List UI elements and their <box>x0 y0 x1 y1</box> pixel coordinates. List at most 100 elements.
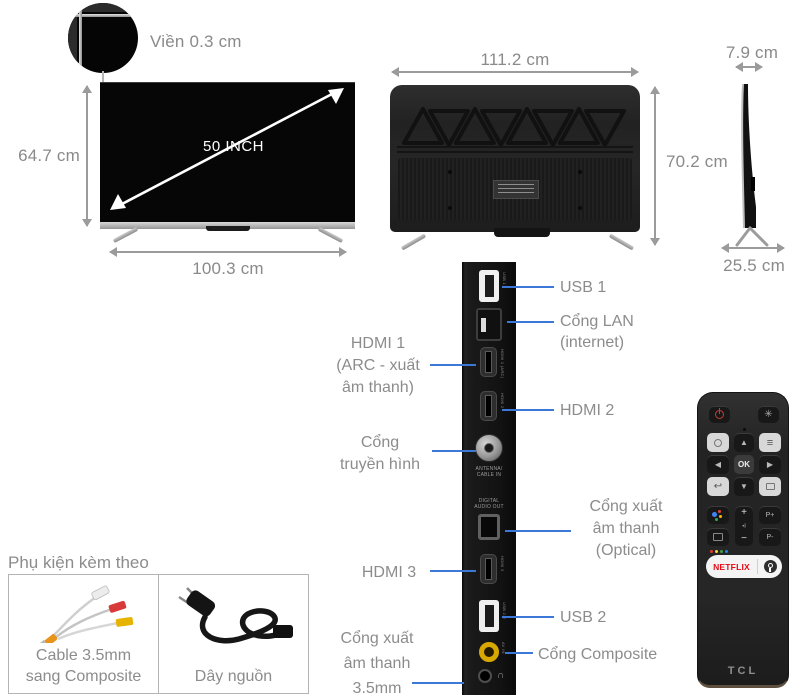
hdmi1-label: HDMI 1 (ARC - xuất âm thanh) <box>336 335 420 396</box>
arrow-right-icon: ▶ <box>766 459 774 469</box>
bezel-outside-top <box>68 3 138 12</box>
lan-leader-line <box>507 321 554 323</box>
arrow-up-icon: ▲ <box>740 437 748 447</box>
remote-back-button[interactable]: ↩ <box>707 477 729 496</box>
hdmi1-port <box>480 347 497 377</box>
tv-back-stand-module <box>494 228 550 237</box>
remote-brand-logo: TCL <box>727 665 759 677</box>
composite-leader-line <box>505 652 533 654</box>
remote-control: ✳ ▲ ≡ ◀ OK ▶ ↩ ▼ <box>697 392 789 688</box>
remote-channel-down-button[interactable]: P- <box>759 528 781 546</box>
tv-front-right-foot <box>317 226 344 244</box>
remote-menu-button[interactable]: ≡ <box>759 433 781 452</box>
remote-volume-rocker[interactable]: + ◂) − <box>735 506 753 546</box>
remote-assistant-button[interactable] <box>707 506 729 524</box>
usb2-label: USB 2 <box>560 609 607 626</box>
vesa-hole <box>448 170 452 174</box>
remote-home-button[interactable] <box>759 477 781 496</box>
diagonal-arrow <box>110 88 344 210</box>
remote-settings-button[interactable]: ✳ <box>758 406 779 423</box>
audio35-label: Cổng xuất âm thanh 3.5mm <box>340 630 414 697</box>
front-width-arrow <box>109 247 347 257</box>
accessories-box: Cable 3.5mm sang Composite Dây nguồn <box>8 574 309 694</box>
optical-leader-line <box>505 530 571 532</box>
hdmi1-leader-line <box>430 364 476 366</box>
usb1-leader-line <box>502 286 554 288</box>
netflix-logo: NETFLIX <box>713 561 750 572</box>
tcl-channel-icon[interactable] <box>758 560 782 573</box>
vesa-hole <box>578 206 582 210</box>
composite-port <box>479 642 499 662</box>
screen-icon <box>713 533 723 541</box>
remote-netflix-button[interactable]: NETFLIX <box>706 555 782 578</box>
power-cord-image <box>178 587 293 644</box>
remote-source-button[interactable] <box>707 433 729 452</box>
front-width-label: 100.3 cm <box>192 259 264 278</box>
audio-jack-port <box>478 669 492 683</box>
back-groove-line <box>397 151 633 153</box>
optical-port <box>478 514 500 540</box>
remote-screen-button[interactable] <box>707 528 729 546</box>
lan-port <box>476 308 502 341</box>
remote-up-button[interactable]: ▲ <box>734 433 754 452</box>
usb2-port-tag: USB 2.0 <box>502 602 507 619</box>
tv-front-screen <box>100 82 355 222</box>
pill-divider <box>757 559 758 574</box>
remote-right-button[interactable]: ▶ <box>759 455 781 474</box>
tv-front-left-foot <box>112 226 139 244</box>
accessories-title: Phụ kiện kèm theo <box>8 553 149 572</box>
hdmi1-port-tag: HDMI 1 (ARC) <box>500 349 505 379</box>
google-assistant-icon <box>712 510 724 521</box>
hdmi3-port <box>480 554 497 584</box>
settings-icon: ✳ <box>764 408 773 420</box>
source-icon <box>714 438 722 447</box>
tv-front-bottom-bezel <box>100 222 355 229</box>
composite-label: Cổng Composite <box>538 646 658 663</box>
accessory-cable-label: Cable 3.5mm sang Composite <box>25 647 142 685</box>
side-depth-top-label: 7.9 cm <box>725 43 779 62</box>
bezel-magnifier-icon <box>68 3 138 73</box>
hdmi3-port-tag: HDMI 3 <box>500 556 505 572</box>
bezel-outside-left <box>68 3 77 73</box>
digital-audio-text: DIGITAL AUDIO OUT <box>474 498 504 510</box>
accessory-power-cord-label: Dây nguồn <box>194 668 273 685</box>
hdmi2-label: HDMI 2 <box>560 402 615 419</box>
remote-left-button[interactable]: ◀ <box>707 455 729 474</box>
usb1-port <box>479 270 499 302</box>
arrow-down-icon: ▼ <box>740 481 748 491</box>
tv-back-label-plate <box>493 180 539 199</box>
tv-port-label: Cổng truyền hình <box>339 434 421 473</box>
arrow-left-icon: ◀ <box>714 459 722 469</box>
menu-icon: ≡ <box>766 436 774 449</box>
tv-back-left-foot <box>400 233 427 251</box>
hdmi3-leader-line <box>430 570 476 572</box>
audio35-leader-line <box>412 682 464 684</box>
volume-down-label: − <box>741 533 747 544</box>
av-cable-image <box>33 585 134 643</box>
headphone-icon: ∩ <box>497 670 505 681</box>
antenna-port <box>475 434 503 462</box>
bezel-edge-left <box>79 10 82 70</box>
front-height-arrow <box>82 85 92 227</box>
bezel-callout-line <box>102 71 104 83</box>
side-depth-bottom-arrow <box>721 243 785 253</box>
back-width-arrow <box>391 67 639 77</box>
remote-mic-hole <box>743 428 746 431</box>
side-depth-top-arrow <box>735 62 763 72</box>
volume-up-label: + <box>741 507 747 518</box>
tv-side-view <box>731 82 775 255</box>
remote-channel-up-button[interactable]: P+ <box>759 506 781 524</box>
remote-down-button[interactable]: ▼ <box>734 477 754 496</box>
bezel-edge-top <box>75 14 135 17</box>
remote-ok-button[interactable]: OK <box>734 455 754 474</box>
back-icon: ↩ <box>713 480 723 492</box>
front-height-label: 64.7 cm <box>18 146 80 165</box>
tv-back-right-foot <box>608 233 635 251</box>
remote-power-button[interactable] <box>709 406 730 423</box>
power-icon <box>715 408 724 419</box>
tv-leader-line <box>432 450 476 452</box>
usb1-port-tag: USB 1 <box>502 272 507 286</box>
back-triangle-pattern <box>402 107 626 147</box>
bezel-label: Viền 0.3 cm <box>150 32 242 51</box>
